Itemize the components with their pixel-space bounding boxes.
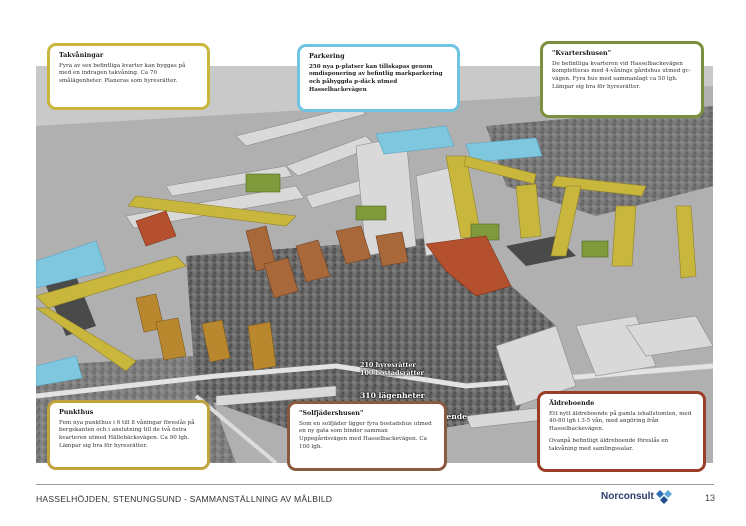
total-apartments: 310 lägenheter bbox=[360, 391, 425, 400]
callout-body: 250 nya p-platser kan tillskapas genom o… bbox=[309, 63, 443, 93]
callout-title: Parkering bbox=[309, 52, 345, 60]
callout-kvartershusen: "Kvartershusen" De befintliga kvarteren … bbox=[540, 41, 704, 118]
callout-body: Ett nytt äldreboende på gamla ishallstom… bbox=[549, 411, 694, 454]
callout-paragraph: Ovanpå befintligt äldreboende föreslås e… bbox=[549, 437, 669, 452]
callout-body: Fem nya punkthus i 6 till 8 våningar för… bbox=[59, 419, 195, 449]
callout-parkering: Parkering 250 nya p-platser kan tillskap… bbox=[297, 44, 460, 112]
callout-takvaningar: Takvåningar Fyra av sex befintliga kvart… bbox=[47, 43, 210, 110]
footer-divider bbox=[36, 484, 714, 485]
callout-body: Som en solfjäder ligger fyra bostadshus … bbox=[299, 420, 432, 450]
callout-body: De befintliga kvarteren vid Hasselbackev… bbox=[552, 60, 691, 90]
callout-aldreboende: Äldreboende Ett nytt äldreboende på gaml… bbox=[537, 391, 706, 472]
callout-title: Takvåningar bbox=[59, 51, 104, 59]
condo-count: 100 bostadsrätter bbox=[360, 369, 424, 378]
company-logo: Norconsult bbox=[601, 491, 654, 502]
page-number: 13 bbox=[705, 493, 716, 503]
rental-count: 210 hyresrätter bbox=[360, 361, 416, 369]
tenure-summary: 210 hyresrätter 100 bostadsrätter bbox=[360, 361, 424, 378]
callout-title: Äldreboende bbox=[549, 399, 595, 407]
callout-punkthus: Punkthus Fem nya punkthus i 6 till 8 vån… bbox=[47, 400, 210, 470]
callout-title: Punkthus bbox=[59, 408, 94, 416]
norconsult-logo-icon bbox=[656, 490, 672, 504]
callout-body: Fyra av sex befintliga kvarter kan bygga… bbox=[59, 62, 186, 85]
callout-title: "Kvartershusen" bbox=[552, 49, 612, 57]
callout-paragraph: Ett nytt äldreboende på gamla ishallstom… bbox=[549, 410, 692, 433]
callout-title: "Solfjädershusen" bbox=[299, 409, 364, 417]
footer-title: HASSELHÖJDEN, STENUNGSUND - SAMMANSTÄLLN… bbox=[36, 494, 333, 504]
callout-solfjadershusen: "Solfjädershusen" Som en solfjäder ligge… bbox=[287, 401, 447, 471]
